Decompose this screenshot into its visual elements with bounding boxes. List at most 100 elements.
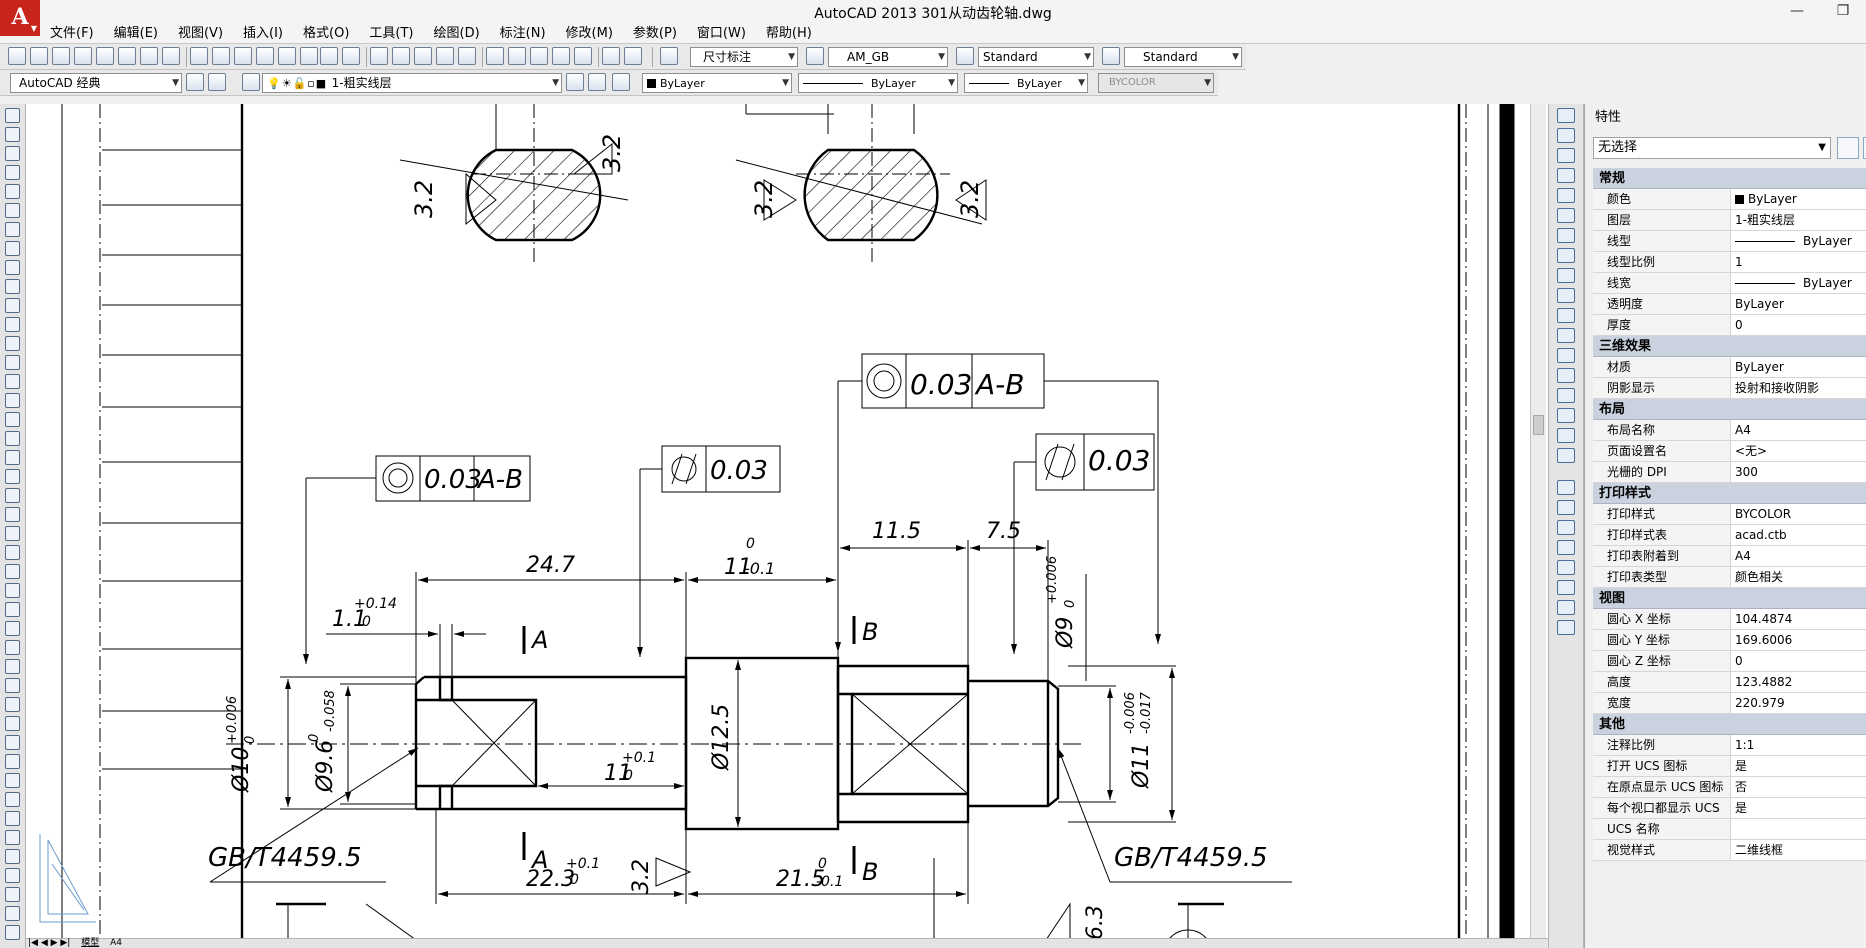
draw-tool-icon[interactable]: [5, 507, 20, 522]
draw-tool-icon[interactable]: [5, 298, 20, 313]
selection-combo[interactable]: 无选择▼: [1593, 137, 1831, 159]
property-row[interactable]: 打开 UCS 图标是: [1593, 756, 1866, 777]
toolbar-icon[interactable]: [278, 47, 296, 65]
draw-tool-icon[interactable]: [5, 279, 20, 294]
menu-item[interactable]: 格式(O): [303, 26, 350, 41]
draw-tool-icon[interactable]: [5, 811, 20, 826]
toolbar-icon[interactable]: [118, 47, 136, 65]
toolbar-icon[interactable]: [458, 47, 476, 65]
property-value[interactable]: ByLayer: [1731, 357, 1866, 377]
toolbar-icon[interactable]: [342, 47, 360, 65]
table-style-combo[interactable]: Standard▼: [978, 47, 1094, 67]
draw-tool-icon[interactable]: [5, 165, 20, 180]
lineweight-combo[interactable]: ByLayer▼: [964, 73, 1088, 93]
draw-tool-icon[interactable]: [5, 184, 20, 199]
property-value[interactable]: ByLayer: [1731, 189, 1866, 209]
drawing-canvas[interactable]: 3.2 3.2 3.2 3.2 0.03 A-B 0.03 0.03 A-B 0…: [26, 104, 1548, 940]
property-value[interactable]: 是: [1731, 756, 1866, 776]
draw-tool-icon[interactable]: [5, 545, 20, 560]
modify-tool-icon[interactable]: [1557, 168, 1575, 183]
modify-tool-icon[interactable]: [1557, 308, 1575, 323]
toolbar-icon[interactable]: [30, 47, 48, 65]
menu-item[interactable]: 修改(M): [565, 26, 613, 41]
tab-a4[interactable]: A4: [110, 938, 122, 948]
modify-tool-icon[interactable]: [1557, 348, 1575, 363]
property-row[interactable]: 视觉样式二维线框: [1593, 840, 1866, 861]
modify-tool-icon[interactable]: [1557, 448, 1575, 463]
draw-tool-icon[interactable]: [5, 849, 20, 864]
toolbar-icon[interactable]: [8, 47, 26, 65]
draw-tool-icon[interactable]: [5, 488, 20, 503]
draw-tool-icon[interactable]: [5, 716, 20, 731]
modify-tool-icon[interactable]: [1557, 248, 1575, 263]
plotstyle-combo[interactable]: BYCOLOR▼: [1098, 73, 1214, 93]
vertical-scrollbar[interactable]: [1530, 104, 1546, 940]
property-section-header[interactable]: 其他: [1593, 714, 1866, 735]
color-combo[interactable]: ByLayer▼: [642, 73, 792, 93]
workspace-combo[interactable]: AutoCAD 经典▼: [10, 73, 182, 93]
draw-tool-icon[interactable]: [5, 868, 20, 883]
property-row[interactable]: 阴影显示投射和接收阴影: [1593, 378, 1866, 399]
menu-item[interactable]: 工具(T): [369, 26, 414, 41]
modify-tool-icon[interactable]: [1557, 540, 1575, 555]
property-section-header[interactable]: 打印样式: [1593, 483, 1866, 504]
property-value[interactable]: 123.4882: [1731, 672, 1866, 692]
dim-style-icon[interactable]: [660, 47, 678, 65]
application-menu-button[interactable]: A▼: [0, 0, 40, 36]
modify-tool-icon[interactable]: [1557, 620, 1575, 635]
restore-button[interactable]: ❐: [1836, 3, 1850, 19]
toolbar-icon[interactable]: [162, 47, 180, 65]
toolbar-icon[interactable]: [624, 47, 642, 65]
modify-tool-icon[interactable]: [1557, 268, 1575, 283]
property-value[interactable]: 104.4874: [1731, 609, 1866, 629]
property-value[interactable]: ByLayer: [1731, 273, 1866, 293]
toolbar-icon[interactable]: [370, 47, 388, 65]
draw-tool-icon[interactable]: [5, 526, 20, 541]
modify-tool-icon[interactable]: [1557, 228, 1575, 243]
property-value[interactable]: 1: [1731, 252, 1866, 272]
draw-tool-icon[interactable]: [5, 469, 20, 484]
property-value[interactable]: A4: [1731, 546, 1866, 566]
modify-tool-icon[interactable]: [1557, 328, 1575, 343]
draw-tool-icon[interactable]: [5, 564, 20, 579]
draw-tool-icon[interactable]: [5, 146, 20, 161]
property-section-header[interactable]: 布局: [1593, 399, 1866, 420]
toolbar-icon[interactable]: [212, 47, 230, 65]
table-style-icon[interactable]: [956, 47, 974, 65]
menu-item[interactable]: 文件(F): [50, 26, 94, 41]
property-value[interactable]: [1731, 819, 1866, 839]
dim-style-combo[interactable]: 尺寸标注▼: [690, 47, 798, 67]
property-value[interactable]: ByLayer: [1731, 294, 1866, 314]
property-section-header[interactable]: 视图: [1593, 588, 1866, 609]
draw-tool-icon[interactable]: [5, 678, 20, 693]
draw-tool-icon[interactable]: [5, 659, 20, 674]
toolbar-icon[interactable]: [602, 47, 620, 65]
modify-tool-icon[interactable]: [1557, 500, 1575, 515]
property-value[interactable]: 0: [1731, 315, 1866, 335]
draw-tool-icon[interactable]: [5, 374, 20, 389]
property-row[interactable]: UCS 名称: [1593, 819, 1866, 840]
property-value[interactable]: <无>: [1731, 441, 1866, 461]
draw-tool-icon[interactable]: [5, 621, 20, 636]
modify-tool-icon[interactable]: [1557, 108, 1575, 123]
property-value[interactable]: 1:1: [1731, 735, 1866, 755]
menu-item[interactable]: 绘图(D): [433, 26, 480, 41]
toolbar-icon[interactable]: [414, 47, 432, 65]
modify-tool-icon[interactable]: [1557, 560, 1575, 575]
toolbar-icon[interactable]: [392, 47, 410, 65]
toolbar-icon[interactable]: [190, 47, 208, 65]
nav-arrows[interactable]: |◀ ◀ ▶ ▶|: [28, 938, 71, 948]
toolbar-icon[interactable]: [140, 47, 158, 65]
property-value[interactable]: 否: [1731, 777, 1866, 797]
property-value[interactable]: 0: [1731, 651, 1866, 671]
